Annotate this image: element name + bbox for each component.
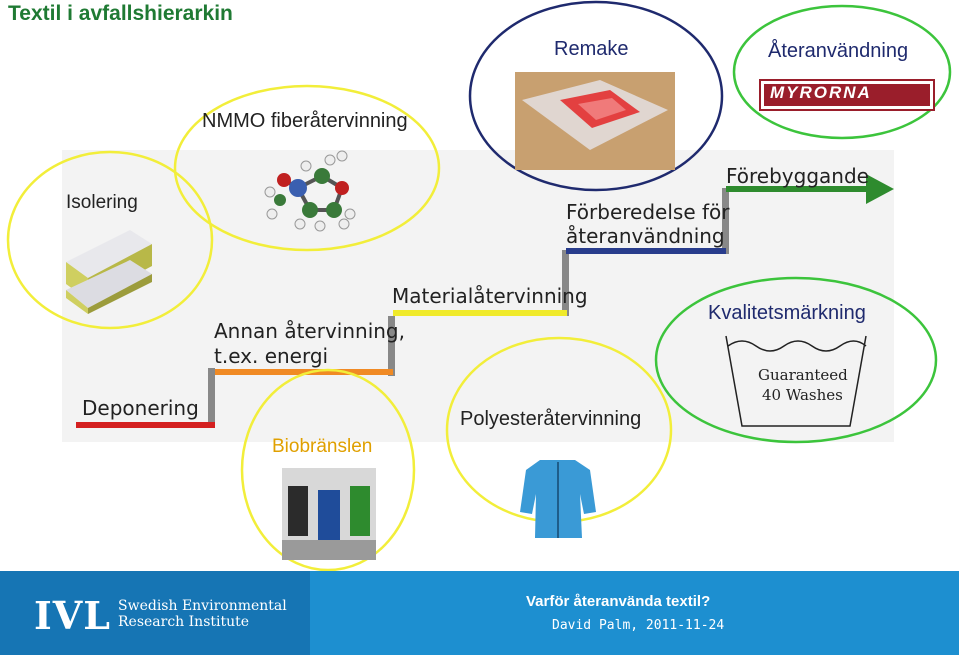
step-label-forberedelse-1: Förberedelse för — [566, 200, 730, 224]
riser-1 — [208, 368, 215, 428]
riser-4 — [722, 188, 729, 254]
ivl-logo: IVL — [34, 593, 111, 638]
step-label-annan-1: Annan återvinning, — [214, 319, 405, 343]
bubble-label-remake: Remake — [554, 38, 629, 60]
jacket-image — [520, 460, 596, 538]
wash-label-2: 40 Washes — [762, 386, 843, 404]
page-title: Textil i avfallshierarkin — [8, 2, 233, 25]
bubble-label-nmmo: NMMO fiberåtervinning — [202, 110, 408, 132]
insulation-image — [66, 230, 152, 314]
staircase-risers — [208, 188, 729, 428]
step-label-material: Materialåtervinning — [392, 284, 588, 308]
bubble-remake — [468, 0, 724, 192]
institute-line-2: Research Institute — [118, 614, 250, 630]
footer-talk-sub: David Palm, 2011-11-24 — [552, 618, 725, 633]
myrorna-logo — [759, 79, 935, 111]
bubble-label-ateranvandning: Återanvändning — [768, 40, 909, 62]
footer-talk-title: Varför återanvända textil? — [526, 593, 711, 610]
step-forberedelse — [566, 248, 726, 254]
riser-3 — [562, 250, 569, 316]
bubble-nmmo — [173, 84, 441, 252]
bubble-label-biobranslen: Biobränslen — [272, 436, 373, 457]
institute-name: Swedish Environmental Research Institute — [118, 598, 287, 630]
wash-label-1: Guaranteed — [758, 366, 848, 384]
step-label-forebyggande: Förebyggande — [726, 164, 869, 188]
myrorna-logo-text: MYRORNA — [770, 83, 872, 102]
fuel-pump-image — [282, 468, 376, 560]
bubble-label-polyester: Polyesteråtervinning — [460, 408, 642, 430]
riser-2 — [388, 316, 395, 376]
wash-symbol-icon — [725, 335, 867, 427]
step-label-forberedelse-2: återanvändning — [566, 224, 725, 248]
bubble-label-kvalitet: Kvalitetsmärkning — [708, 302, 866, 324]
step-deponering — [76, 422, 215, 428]
step-annan — [215, 369, 393, 375]
bubble-isolering — [6, 150, 214, 330]
bubble-label-isolering: Isolering — [66, 192, 138, 213]
step-material — [393, 310, 567, 316]
footer-logo-area — [0, 571, 310, 655]
institute-line-1: Swedish Environmental — [118, 598, 287, 614]
step-label-annan-2: t.ex. energi — [214, 344, 329, 368]
remake-quilt-image — [515, 72, 675, 170]
arrow-head — [866, 174, 894, 204]
bubble-kvalitet — [654, 276, 938, 444]
molecule-image — [264, 150, 356, 232]
bubble-biobranslen — [240, 368, 416, 572]
bubble-ateranvandning — [732, 4, 952, 140]
step-label-deponering: Deponering — [82, 396, 199, 420]
step-forebyggande — [726, 186, 868, 192]
